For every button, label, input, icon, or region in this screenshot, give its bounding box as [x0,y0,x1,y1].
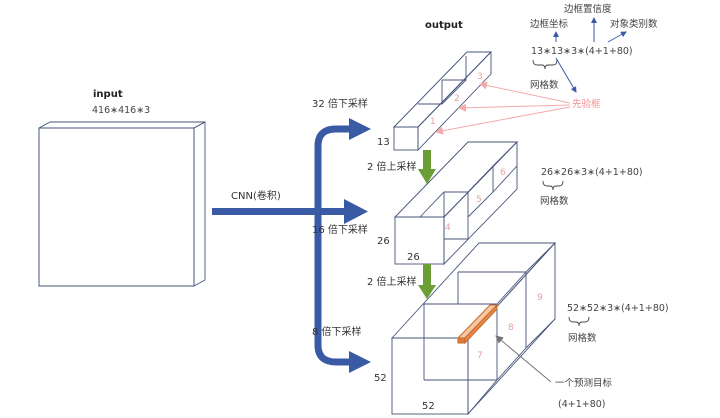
branch-arrow-bottom [314,212,371,373]
input-size: 416∗416∗3 [92,105,150,116]
brace-26 [542,180,564,191]
cube-13 [392,50,493,152]
grid-label-52-bottom: 52 [422,401,435,412]
label-class-count: 对象类别数 [610,18,658,30]
grid-count-52: 网格数 [568,332,597,344]
label-box-confidence: 边框置信度 [564,3,612,15]
downsample-label-16: 16 倍下采样 [312,223,368,236]
label-prior-box: 先验框 [572,98,601,110]
grid-label-26-left: 26 [377,236,390,247]
cube-52-num-7: 7 [477,351,483,361]
target-pointer-arrow [495,335,552,383]
upsample-arrow-2 [418,264,436,299]
input-title: input [93,89,123,100]
cube-26-num-4: 4 [445,223,451,233]
cube-26-num-5: 5 [476,195,482,205]
label-box-coords: 边框坐标 [530,18,569,30]
brace-13 [532,59,558,70]
cube-26 [393,140,519,266]
output-title: output [425,20,463,31]
cnn-arrow [212,199,368,224]
upsample-label-1: 2 倍上采样 [367,160,417,173]
label-one-target: 一个预测目标 [555,377,613,389]
label-target-dims: (4+1+80) [558,399,606,410]
brace-52 [568,316,590,327]
cnn-label: CNN(卷积) [231,189,281,202]
formula-26: 26∗26∗3∗(4+1+80) [541,167,643,178]
cube-13-num-1: 1 [430,117,436,127]
cube-13-num-2: 2 [454,94,460,104]
cube-52-num-8: 8 [508,323,514,333]
downsample-label-8: 8 倍下采样 [312,325,362,338]
branch-arrow-top [314,118,371,210]
prior-box-arrows [435,81,571,135]
input-block [38,121,206,287]
grid-count-26: 网格数 [540,195,569,207]
grid-label-26-bottom: 26 [407,252,420,263]
upsample-arrow-1 [418,150,436,184]
formula-13-annotation-arrows [553,17,627,93]
grid-count-13: 网格数 [530,79,559,91]
grid-label-52-left: 52 [374,373,387,384]
cube-52-num-9: 9 [537,293,543,303]
grid-label-13: 13 [377,137,390,148]
cube-26-num-6: 6 [500,168,506,178]
formula-13: 13∗13∗3∗(4+1+80) [531,46,633,57]
cube-13-num-3: 3 [477,72,483,82]
target-cell [456,303,499,345]
formula-52: 52∗52∗3∗(4+1+80) [567,303,669,314]
upsample-label-2: 2 倍上采样 [367,275,417,288]
downsample-label-32: 32 倍下采样 [312,97,368,110]
